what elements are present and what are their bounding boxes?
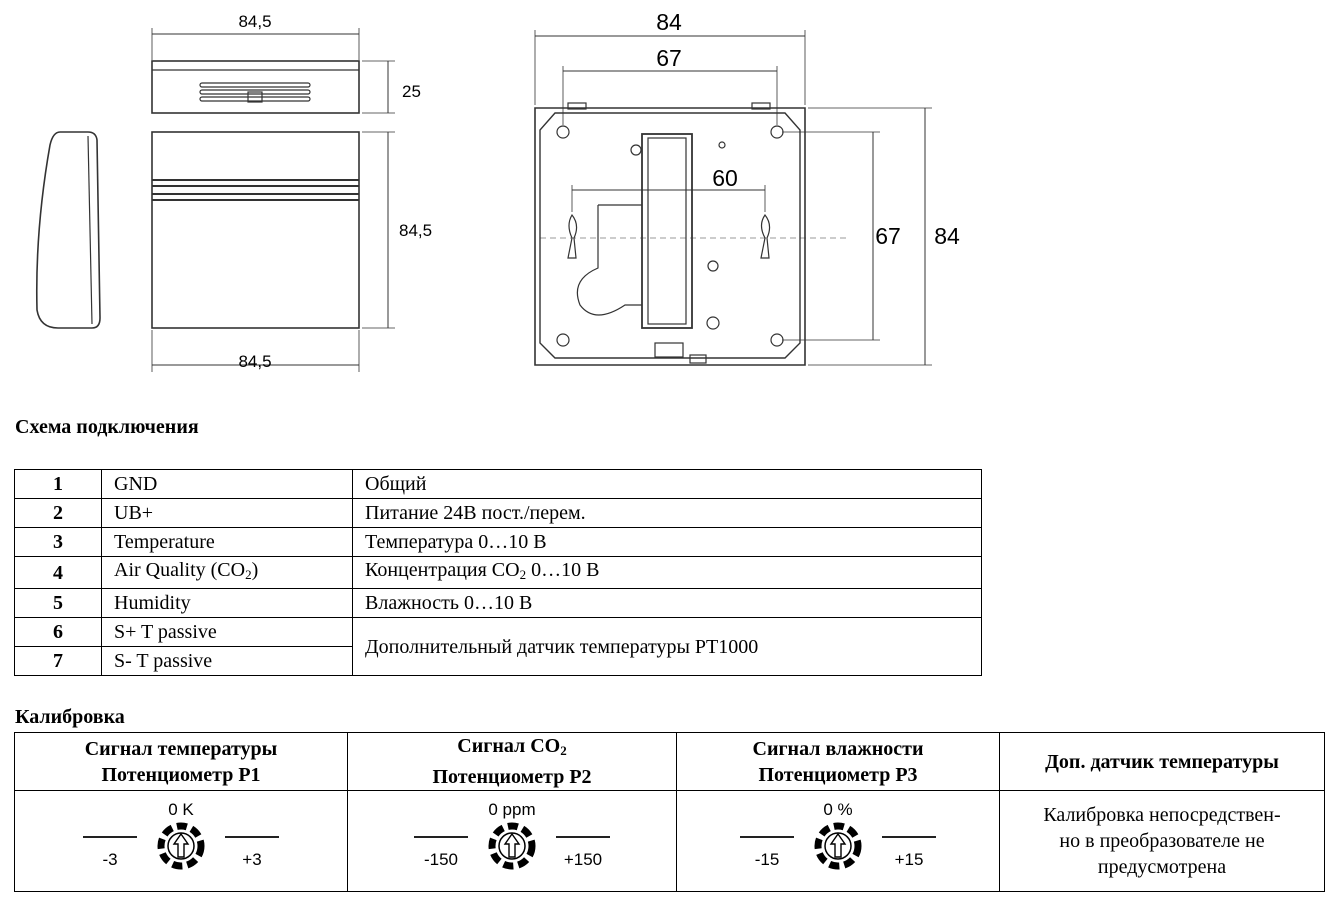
terminal-description: Концентрация CO2 0…10 В [352,556,982,589]
dim-front-width-bottom: 84,5 [238,352,271,371]
potentiometer-icon [157,822,205,870]
potentiometer-p1: 0 K -3 +3 [81,798,281,884]
terminal-signal: Humidity [101,588,353,618]
dim-front-height: 84,5 [399,221,432,240]
header-co2: Сигнал CO2 Потенциометр P2 [347,732,677,791]
terminal-number: 3 [14,527,102,557]
header-temperature: Сигнал температуры Потенциометр P1 [14,732,348,791]
note-line: предусмотрена [1097,856,1227,878]
header-line: Доп. датчик температуры [1045,750,1279,773]
terminal-description: Общий [352,469,982,499]
side-profile [35,131,101,329]
knob-max-label: +3 [242,850,262,869]
dim-back-inner-height: 67 [875,223,901,249]
potentiometer-p2: 0 ppm -150 +150 [412,798,612,884]
table-row: 0 K -3 +3 0 ppm -150 +150 [14,790,1325,892]
back-plate [534,107,806,366]
header-line: Сигнал влажности [752,737,924,760]
dim-back-hole-spacing: 60 [712,165,738,191]
header-line: Сигнал CO2 [348,733,676,764]
knob-max-label: +15 [894,850,924,869]
subscript: 2 [560,743,567,758]
signal-text: Air Quality (CO [114,559,246,581]
table-row: 5 Humidity Влажность 0…10 В [14,588,982,618]
terminal-number: 2 [14,498,102,528]
header-line: Потенциометр P3 [758,763,918,786]
header-extra-sensor: Доп. датчик температуры [999,732,1325,791]
table-row: 6 S+ T passive Дополнительный датчик тем… [14,617,982,676]
scale-line-positive [556,836,610,838]
calibration-title: Калибровка [15,706,125,728]
terminal-number: 1 [14,469,102,499]
table-row: 2 UB+ Питание 24В пост./перем. [14,498,982,528]
knob-min-label: -15 [754,850,780,869]
dim-back-inner-width: 67 [656,45,682,71]
calibration-note: Калибровка непосредствен- но в преобразо… [999,790,1325,892]
terminal-signal: S+ T passive [101,617,353,647]
terminal-signal: UB+ [101,498,353,528]
subscript: 2 [519,567,527,582]
header-text: Сигнал CO [457,735,561,757]
knob-min-label: -3 [102,850,118,869]
table-header-row: Сигнал температуры Потенциометр P1 Сигна… [14,732,1325,791]
terminal-signal: GND [101,469,353,499]
terminal-number: 4 [14,556,102,589]
table-row: 7 S- T passive [14,646,982,676]
knob-max-label: +150 [563,850,603,869]
header-line: Потенциометр P2 [432,766,592,788]
dim-back-outer-height: 84 [934,223,960,249]
knob-cell-p1: 0 K -3 +3 [14,790,348,892]
scale-line-negative [414,836,468,838]
header-line: Сигнал температуры [84,737,278,760]
table-row: 4 Air Quality (CO2) Концентрация CO2 0…1… [14,556,982,589]
header-line: Потенциометр P1 [101,763,261,786]
terminal-number: 6 [14,617,102,647]
terminal-description: Питание 24В пост./перем. [352,498,982,528]
scale-line-positive [882,836,936,838]
scale-line-negative [740,836,794,838]
knob-min-label: -150 [423,850,459,869]
potentiometer-icon [814,822,862,870]
terminal-description: Влажность 0…10 В [352,588,982,618]
header-humidity: Сигнал влажности Потенциометр P3 [676,732,1000,791]
wiring-table: 1 GND Общий 2 UB+ Питание 24В пост./пере… [14,469,982,676]
table-row: 1 GND Общий [14,469,982,499]
dim-front-width-top: 84,5 [238,12,271,31]
top-cap [151,60,360,114]
front-body [151,131,360,329]
knob-zero-label: 0 % [823,800,853,819]
knob-zero-label: 0 K [168,800,194,819]
knob-cell-p3: 0 % -15 +15 [676,790,1000,892]
signal-text-end: ) [251,559,259,581]
table-row: 3 Temperature Температура 0…10 В [14,527,982,557]
desc-text: Концентрация CO [365,559,520,581]
wiring-title: Схема подключения [15,416,199,438]
desc-text-end: 0…10 В [526,559,600,581]
terminal-description: Температура 0…10 В [352,527,982,557]
dimension-drawings: 84,5 25 84,5 84,5 84 67 60 67 84 [35,9,960,372]
subscript: 2 [245,567,252,582]
note-line: но в преобразователе не [1059,830,1265,852]
terminal-description-merged: Дополнительный датчик температуры PT1000 [352,617,982,676]
dim-back-outer-width: 84 [656,9,682,35]
terminal-signal: S- T passive [101,646,353,676]
terminal-signal: Air Quality (CO2) [101,556,353,589]
scale-line-negative [83,836,137,838]
terminal-number: 7 [14,646,102,676]
note-line: Калибровка непосредствен- [1043,804,1281,826]
scale-line-positive [225,836,279,838]
terminal-signal: Temperature [101,527,353,557]
dim-cap-height: 25 [402,82,421,101]
potentiometer-p3: 0 % -15 +15 [738,798,938,884]
knob-zero-label: 0 ppm [488,800,536,819]
potentiometer-icon [488,822,536,870]
calibration-table: Сигнал температуры Потенциометр P1 Сигна… [14,732,1325,892]
terminal-number: 5 [14,588,102,618]
knob-cell-p2: 0 ppm -150 +150 [347,790,677,892]
